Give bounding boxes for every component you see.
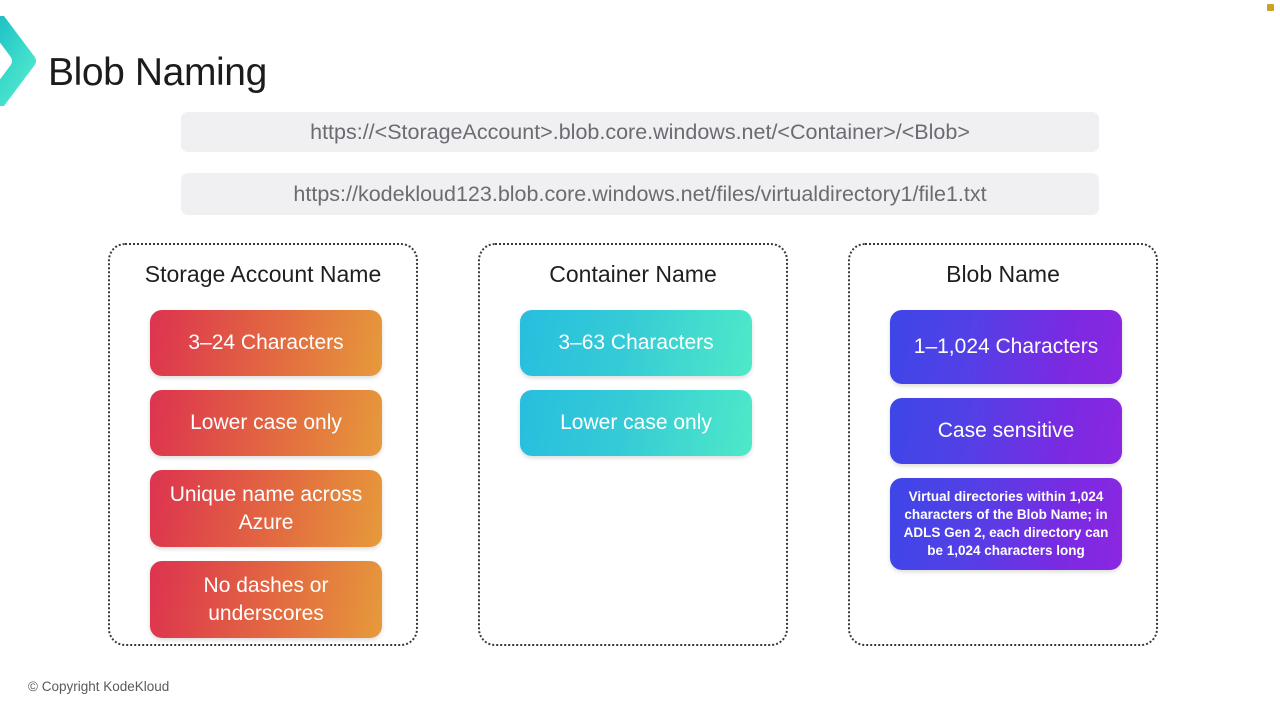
chevron-right-logo-icon (0, 14, 38, 108)
url-example-bar: https://kodekloud123.blob.core.windows.n… (181, 173, 1099, 215)
pill-item: Lower case only (520, 390, 752, 456)
pill-item: 3–24 Characters (150, 310, 382, 376)
card-title: Container Name (549, 261, 717, 287)
pill-label: Case sensitive (937, 419, 1075, 443)
page-title: Blob Naming (48, 51, 267, 94)
gold-dot-icon (1267, 4, 1274, 11)
pill-item: 3–63 Characters (520, 310, 752, 376)
pill-label: Unique name across Azure (169, 483, 363, 534)
pill-stack: 1–1,024 Characters Case sensitive Virtua… (890, 310, 1122, 571)
pill-item: No dashes or underscores (150, 561, 382, 638)
pill-stack: 3–24 Characters Lower case only Unique n… (150, 310, 382, 638)
card-title: Storage Account Name (144, 261, 382, 287)
card-blob-name: Blob Name 1–1,024 Characters Case sensit… (848, 243, 1158, 646)
pill-label: 1–1,024 Characters (913, 335, 1099, 359)
pill-item-note: Virtual directories within 1,024 charact… (890, 478, 1122, 571)
pill-note-label: Virtual directories within 1,024 charact… (903, 489, 1109, 559)
cards-row: Storage Account Name 3–24 Characters Low… (0, 243, 1280, 646)
card-title: Blob Name (946, 261, 1060, 287)
pill-label: Lower case only (190, 411, 342, 435)
card-storage-account-name: Storage Account Name 3–24 Characters Low… (108, 243, 418, 646)
url-template-text: https://<StorageAccount>.blob.core.windo… (310, 119, 970, 144)
url-example-text: https://kodekloud123.blob.core.windows.n… (293, 181, 987, 206)
card-container-name: Container Name 3–63 Characters Lower cas… (478, 243, 788, 646)
pill-item: Case sensitive (890, 398, 1122, 464)
pill-label: 3–24 Characters (188, 331, 344, 355)
pill-item: 1–1,024 Characters (890, 310, 1122, 384)
pill-item: Unique name across Azure (150, 470, 382, 547)
copyright-footer: © Copyright KodeKloud (28, 679, 170, 694)
pill-label: No dashes or underscores (203, 574, 329, 625)
pill-item: Lower case only (150, 390, 382, 456)
pill-stack: 3–63 Characters Lower case only (520, 310, 752, 456)
pill-label: Lower case only (560, 411, 712, 435)
url-template-bar: https://<StorageAccount>.blob.core.windo… (181, 112, 1099, 152)
pill-label: 3–63 Characters (558, 331, 714, 355)
